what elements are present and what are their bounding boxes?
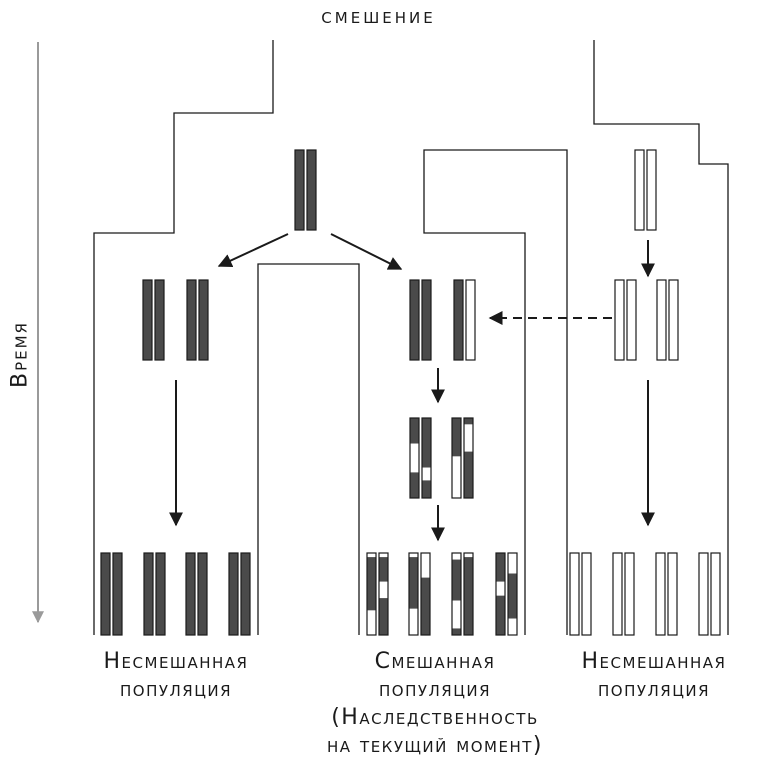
chromosome-left-bottom-2-a [143, 552, 154, 636]
chromosome-right-r2-2-b [668, 279, 679, 361]
chromosome-mid-bottom-4-b [507, 552, 518, 636]
chromosome-mid-bottom-4-a [495, 552, 506, 636]
arrows [169, 233, 655, 542]
chromosome-left-r2-1-b [154, 279, 165, 361]
split-arrow-left [217, 233, 289, 268]
tree-left-outer-branch [93, 40, 274, 635]
caption-left-line1: Несмешанная [103, 649, 249, 674]
chromosome-mid-r3-2-a [451, 417, 462, 499]
chromosome-left-bottom-4-a [228, 552, 239, 636]
caption-middle-line2: популяция [379, 677, 491, 702]
chromosome-left-bottom-3-a [185, 552, 196, 636]
chromosome-mid-r2-2-a [453, 279, 464, 361]
caption-left: Несмешанная популяция [70, 648, 282, 704]
chromosome-mid-r3-1-b [421, 417, 432, 499]
tree-middle-outer-branch [423, 149, 568, 635]
chromosome-mid-r3-2-b [463, 417, 474, 499]
chromosome-ancestral-a [294, 149, 305, 231]
population-tree [93, 40, 729, 635]
chromosome-left-bottom-4-b [240, 552, 251, 636]
chromosome-mid-bottom-1-a [366, 552, 377, 636]
chromosome-mid-bottom-1-b [378, 552, 389, 636]
chromosome-mid-r2-1-b [421, 279, 432, 361]
time-axis-label: Время [7, 321, 33, 388]
chromosome-mid-bottom-2-b [420, 552, 431, 636]
chromosome-right-bottom-2-b [624, 552, 635, 636]
chromosome-mid-r2-1-a [409, 279, 420, 361]
tree-left-inner-branch [257, 263, 360, 635]
chromosome-left-bottom-1-a [100, 552, 111, 636]
chromosome-mid-bottom-2-a [408, 552, 419, 636]
chromosome-right-bottom-2-a [612, 552, 623, 636]
tree-right-branch [593, 40, 729, 635]
chromosome-right-r2-1-a [614, 279, 625, 361]
chromosome-right-r2-2-a [656, 279, 667, 361]
caption-left-line2: популяция [120, 677, 232, 702]
chromosome-right-bottom-1-a [569, 552, 580, 636]
chromosome-mid-r2-2-b [465, 279, 476, 361]
chromosome-right-source-a [634, 149, 645, 231]
chromosome-right-bottom-4-b [710, 552, 721, 636]
split-arrow-right [330, 233, 403, 270]
chromosome-right-bottom-4-a [698, 552, 709, 636]
chromosome-ancestral-b [306, 149, 317, 231]
chromosome-right-bottom-1-b [581, 552, 592, 636]
chromosome-left-bottom-2-b [155, 552, 166, 636]
chromosome-group [100, 149, 721, 636]
chromosome-mid-r3-1-a [409, 417, 420, 499]
chromosome-right-source-b [646, 149, 657, 231]
chromosome-left-r2-2-b [198, 279, 209, 361]
chromosome-left-r2-2-a [186, 279, 197, 361]
caption-middle-line3: (Наследственность [331, 705, 539, 730]
caption-middle-line1: Смешанная [374, 649, 496, 674]
caption-right: Несмешанная популяция [548, 648, 757, 704]
chromosome-left-bottom-1-b [112, 552, 123, 636]
chromosome-right-r2-1-b [626, 279, 637, 361]
chromosome-right-bottom-3-a [655, 552, 666, 636]
caption-middle-line4: на текущий момент) [327, 733, 543, 758]
diagram-title: смешение [321, 4, 436, 29]
caption-right-line2: популяция [598, 677, 710, 702]
caption-right-line1: Несмешанная [581, 649, 727, 674]
chromosome-mid-bottom-3-b [463, 552, 474, 636]
chromosome-left-r2-1-a [142, 279, 153, 361]
chromosome-mid-bottom-3-a [451, 552, 462, 636]
chromosome-right-bottom-3-b [667, 552, 678, 636]
caption-middle: Смешанная популяция (Наследственность на… [295, 648, 575, 760]
chromosome-left-bottom-3-b [197, 552, 208, 636]
